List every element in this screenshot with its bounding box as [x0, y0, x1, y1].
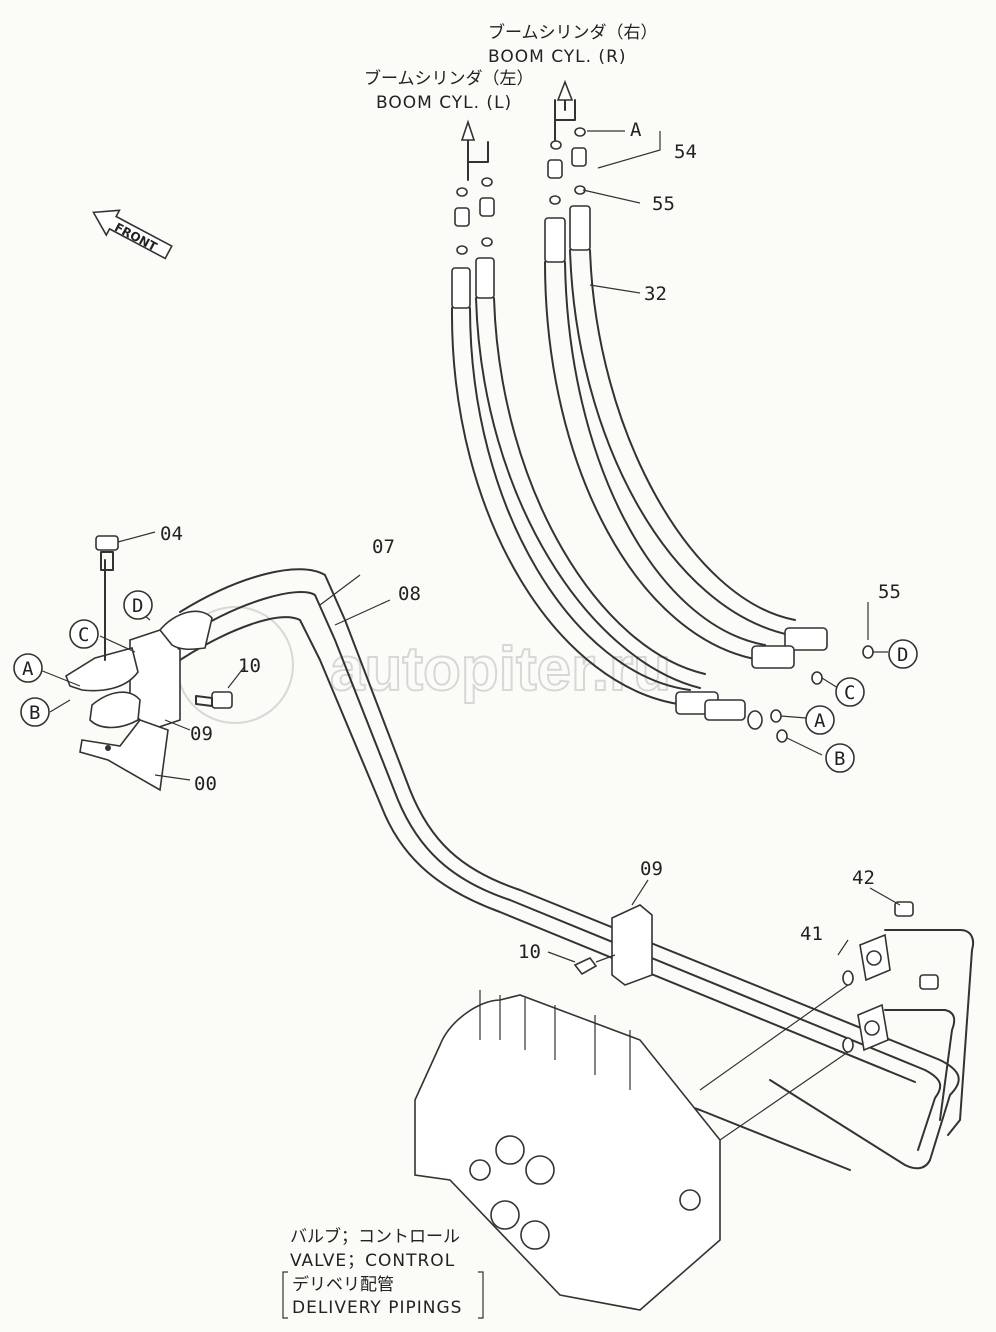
watermark: autopiter.ru — [176, 606, 672, 724]
svg-text:A: A — [814, 710, 826, 732]
bolt-10-left — [195, 691, 233, 709]
part-04: 04 — [160, 523, 183, 545]
part-00: 00 — [194, 773, 217, 795]
hoses — [450, 249, 796, 706]
caption-bracket — [282, 1271, 484, 1319]
boom-cyl-left-jp: ブームシリンダ（左） — [364, 68, 534, 89]
front-label: FRONT — [112, 220, 160, 254]
front-direction-marker: FRONT — [92, 209, 173, 260]
caption-piping-en: DELIVERY PIPINGS — [292, 1298, 462, 1318]
part-07: 07 — [372, 536, 395, 558]
fittings-left-cylinder — [451, 177, 495, 309]
svg-text:A: A — [22, 658, 34, 680]
watermark-text: autopiter.ru — [330, 635, 671, 704]
connection-right-c: C — [835, 677, 865, 707]
svg-text:C: C — [78, 624, 89, 646]
arrow-to-left-cylinder — [460, 119, 489, 181]
part-41: 41 — [800, 923, 823, 945]
caption-valve-jp: バルブ；コントロール — [290, 1226, 460, 1247]
boom-cyl-left-en: BOOM CYL. (L) — [376, 93, 512, 113]
control-valve — [414, 990, 721, 1311]
connection-left-c: C — [69, 619, 99, 649]
connection-right-b: B — [825, 743, 855, 773]
connection-left-a: A — [13, 653, 43, 683]
svg-text:C: C — [844, 682, 855, 704]
part-09-left: 09 — [190, 723, 213, 745]
svg-text:D: D — [132, 595, 143, 617]
fittings-right-cylinder — [544, 127, 591, 263]
part-55-top: 55 — [652, 193, 675, 215]
caption-piping-jp: デリベリ配管 — [292, 1274, 394, 1295]
boom-cyl-right-jp: ブームシリンダ（右） — [488, 22, 658, 43]
label-a-top: A — [630, 119, 642, 141]
svg-text:B: B — [29, 702, 40, 724]
part-32: 32 — [644, 283, 667, 305]
bolt-04 — [95, 535, 119, 571]
flanges — [699, 901, 939, 1141]
part-42: 42 — [852, 867, 875, 889]
arrow-to-right-cylinder — [554, 79, 576, 141]
caption-valve-en: VALVE；CONTROL — [290, 1251, 455, 1271]
delivery-pipes — [179, 568, 975, 1171]
svg-text:D: D — [897, 644, 908, 666]
connection-right-d: D — [888, 639, 918, 669]
connection-right-a: A — [805, 705, 835, 735]
part-08: 08 — [398, 583, 421, 605]
part-55-right: 55 — [878, 581, 901, 603]
pipe-clamp — [573, 904, 653, 986]
manifold-block — [65, 559, 213, 792]
boom-cyl-right-en: BOOM CYL. (R) — [488, 47, 627, 67]
part-10-clamp: 10 — [518, 941, 541, 963]
part-09-clamp: 09 — [640, 858, 663, 880]
part-10-left: 10 — [238, 655, 261, 677]
connection-left-d: D — [123, 590, 153, 620]
hose-end-fittings — [675, 627, 888, 756]
connection-left-b: B — [20, 697, 50, 727]
part-54: 54 — [674, 141, 697, 163]
svg-text:B: B — [834, 748, 845, 770]
leader-lines — [39, 130, 901, 963]
